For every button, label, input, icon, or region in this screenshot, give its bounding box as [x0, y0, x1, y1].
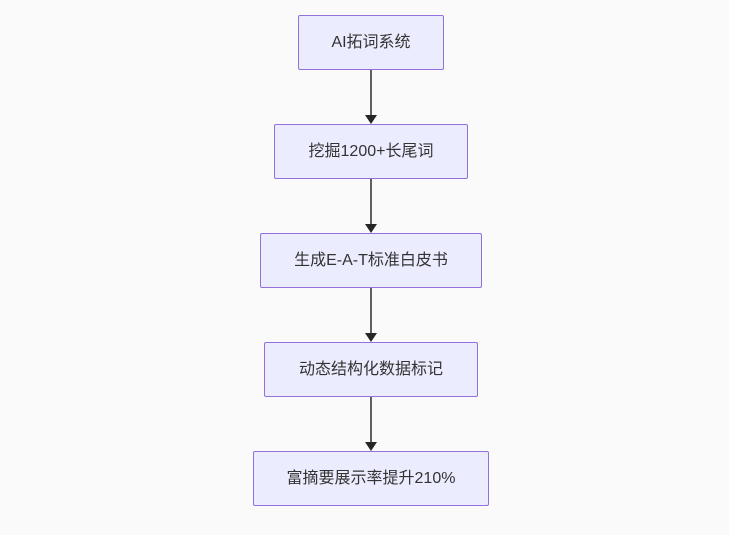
flow-edge [364, 179, 378, 233]
node-label: 富摘要展示率提升210% [286, 469, 456, 487]
arrowhead-down-icon [365, 224, 377, 233]
arrowhead-down-icon [365, 333, 377, 342]
node-label: 生成E-A-T标准白皮书 [294, 251, 448, 269]
edge-line [370, 179, 372, 224]
edge-line [370, 288, 372, 333]
flow-node-longtail-mining: 挖掘1200+长尾词 [274, 124, 468, 179]
flow-node-eat-whitepaper: 生成E-A-T标准白皮书 [260, 233, 482, 288]
edge-line [370, 397, 372, 442]
flow-node-ai-word-expansion: AI拓词系统 [298, 15, 444, 70]
arrowhead-down-icon [365, 442, 377, 451]
flow-edge [364, 70, 378, 124]
node-label: AI拓词系统 [331, 33, 411, 51]
flowchart: AI拓词系统 挖掘1200+长尾词 生成E-A-T标准白皮书 动态结构化数据标记… [253, 15, 489, 506]
arrowhead-down-icon [365, 115, 377, 124]
flow-edge [364, 397, 378, 451]
node-label: 动态结构化数据标记 [298, 360, 443, 378]
edge-line [370, 70, 372, 115]
flow-node-rich-snippet-rate: 富摘要展示率提升210% [253, 451, 489, 506]
flow-node-structured-data-markup: 动态结构化数据标记 [264, 342, 478, 397]
node-label: 挖掘1200+长尾词 [308, 142, 434, 160]
flow-edge [364, 288, 378, 342]
